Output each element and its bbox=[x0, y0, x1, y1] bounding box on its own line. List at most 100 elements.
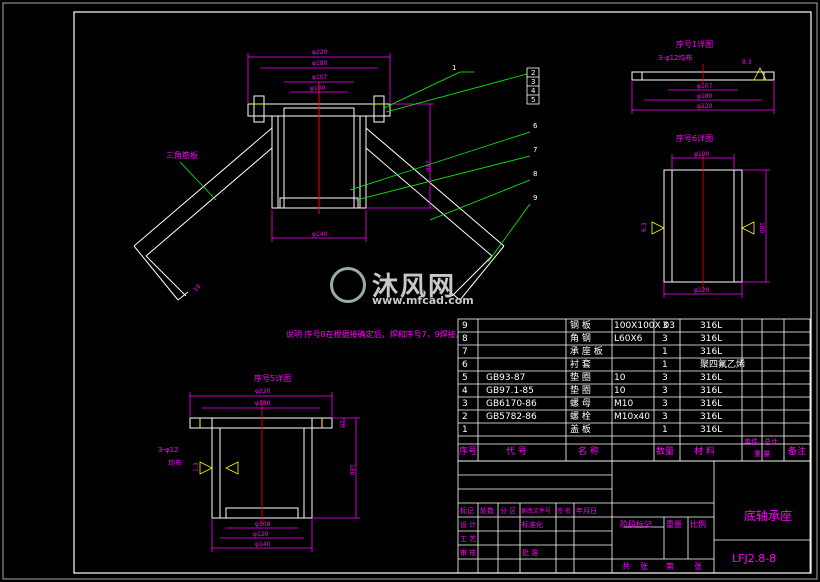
bom-cell-no: 2 bbox=[462, 412, 468, 422]
dim-v1-220: φ220 bbox=[697, 103, 713, 110]
main-dimensions bbox=[247, 53, 434, 242]
dim-v5-108: φ108 bbox=[255, 521, 271, 528]
dim-v1-107: φ107 bbox=[697, 83, 713, 90]
tb-r1-1: 处数 bbox=[480, 506, 494, 515]
bom-cell-mat: 316L bbox=[700, 399, 723, 409]
bom-table-grid bbox=[457, 318, 811, 462]
tb-r2-0: 设 计 bbox=[460, 520, 476, 529]
bom-h-mat: 材 料 bbox=[694, 447, 715, 457]
bom-cell-qty: 3 bbox=[662, 386, 668, 396]
tb-r4-0: 工 艺 bbox=[460, 535, 476, 543]
tb-r1-3: 更改文件号 bbox=[521, 507, 551, 515]
detail5-hole-note2: 均布 bbox=[168, 458, 182, 467]
bom-h-remark: 备注 bbox=[788, 447, 807, 457]
bom-h-qty: 数量 bbox=[656, 447, 675, 457]
bom-cell-qty: 1 bbox=[662, 347, 668, 357]
assembly-note: 说明 序号8在根据接确定后，焊和序号7，9焊接。 bbox=[286, 329, 464, 339]
bom-cell-spec: 100X100X 03 bbox=[614, 321, 676, 331]
bom-cell-code: GB6170-86 bbox=[486, 399, 537, 409]
bom-cell-spec: L60X6 bbox=[614, 334, 643, 344]
bom-cell-no: 7 bbox=[462, 347, 468, 357]
tb-sheets-4: 张 bbox=[694, 562, 702, 571]
dim-main-140: φ140 bbox=[312, 231, 328, 238]
bom-cell-code: GB93-87 bbox=[486, 373, 526, 383]
dim-v5-140: φ140 bbox=[255, 541, 271, 548]
dim-v5-h: 180 bbox=[348, 464, 355, 476]
detail5-hole-note: 3-φ12 bbox=[158, 446, 179, 454]
tb-r1-2: 分 区 bbox=[500, 506, 516, 515]
detail5-dimensions bbox=[189, 392, 360, 552]
bom-cell-qty: 1 bbox=[662, 360, 668, 370]
bom-h-name: 名 称 bbox=[578, 447, 599, 457]
detail1-dimensions bbox=[631, 80, 775, 114]
detail1-title: 序号1详图 bbox=[676, 39, 713, 49]
bom-cell-name: 角 钢 bbox=[570, 334, 591, 344]
dim-main-brace: 10 bbox=[192, 283, 202, 293]
bom-cell-spec: M10x40 bbox=[614, 412, 650, 422]
bom-cell-qty: 1 bbox=[662, 425, 668, 435]
bom-cell-code: GB97.1-85 bbox=[486, 386, 534, 396]
tb-r3-0: 审 核 bbox=[460, 548, 476, 557]
dim-v5-t: 10 bbox=[338, 420, 345, 428]
balloon-1: 1 bbox=[452, 64, 456, 72]
bom-cell-mat: 聚四氟乙烯 bbox=[700, 360, 746, 370]
bom-cell-code: GB5782-86 bbox=[486, 412, 537, 422]
bom-cell-mat: 316L bbox=[700, 321, 723, 331]
balloon-7: 7 bbox=[533, 146, 537, 154]
dim-main-height: 180 bbox=[424, 160, 431, 172]
bom-cell-name: 螺 母 bbox=[570, 399, 591, 409]
bom-cell-no: 4 bbox=[462, 386, 468, 396]
bom-cell-mat: 316L bbox=[700, 425, 723, 435]
title-block-grid bbox=[457, 460, 811, 574]
dim-v1-h: 8.3 bbox=[742, 59, 752, 66]
dim-v5-weld: 1.3 bbox=[193, 462, 200, 472]
detail5-title: 序号5详图 bbox=[254, 373, 291, 383]
weld-symbol-v1 bbox=[753, 67, 767, 81]
weld-symbol-v6a bbox=[651, 221, 665, 235]
balloon-8: 8 bbox=[533, 170, 537, 178]
balloon-5: 5 bbox=[531, 96, 535, 104]
tb-weight: 重量 bbox=[666, 519, 682, 529]
bom-cell-no: 6 bbox=[462, 360, 468, 370]
leader-triangle-rib bbox=[179, 161, 217, 201]
bom-cell-qty: 3 bbox=[662, 334, 668, 344]
bom-cell-qty: 3 bbox=[662, 321, 668, 331]
bom-h-weight: 重 量 bbox=[754, 450, 771, 458]
bom-cell-no: 5 bbox=[462, 373, 468, 383]
weld-symbol-v6b bbox=[741, 221, 755, 235]
bom-cell-qty: 3 bbox=[662, 399, 668, 409]
tb-sheets-2: 张 bbox=[640, 562, 648, 571]
balloon-3: 3 bbox=[531, 78, 535, 86]
dim-v6-weld: 6.3 bbox=[641, 222, 648, 232]
bom-cell-mat: 316L bbox=[700, 386, 723, 396]
bom-h-total: 总计 bbox=[764, 438, 778, 446]
bom-cell-name: 螺 栓 bbox=[570, 412, 591, 422]
dim-main-220: φ220 bbox=[312, 49, 328, 56]
bom-h-no: 序号 bbox=[459, 447, 478, 457]
bom-h-unit: 单件 bbox=[744, 438, 758, 446]
bom-cell-name: 承 座 板 bbox=[570, 347, 603, 357]
bom-cell-spec: 10 bbox=[614, 386, 626, 396]
bom-cell-name: 盖 板 bbox=[570, 425, 591, 435]
bom-cell-mat: 316L bbox=[700, 347, 723, 357]
dim-v6-h: 180 bbox=[758, 222, 765, 234]
bom-cell-qty: 3 bbox=[662, 412, 668, 422]
tb-stage: 阶段标记 bbox=[620, 519, 652, 529]
dim-v1-180: φ180 bbox=[697, 93, 713, 100]
tb-sheets-3: 第 bbox=[666, 561, 674, 571]
bom-cell-name: 垫 圈 bbox=[570, 386, 591, 396]
weld-symbol-v5a bbox=[199, 461, 213, 475]
dim-v5-220: φ220 bbox=[255, 388, 271, 395]
leader-lines bbox=[349, 71, 531, 263]
drawing-frame bbox=[73, 11, 812, 574]
bom-cell-name: 垫 圈 bbox=[570, 373, 591, 383]
tb-r4-1: 批 准 bbox=[522, 548, 538, 557]
bom-cell-mat: 316L bbox=[700, 373, 723, 383]
dim-v5-120: φ120 bbox=[253, 531, 269, 538]
bom-h-code: 代 号 bbox=[506, 447, 527, 457]
dim-v6-top: φ100 bbox=[694, 151, 710, 158]
bom-cell-spec: M10 bbox=[614, 399, 634, 409]
detail6-title: 序号6详图 bbox=[676, 133, 713, 143]
